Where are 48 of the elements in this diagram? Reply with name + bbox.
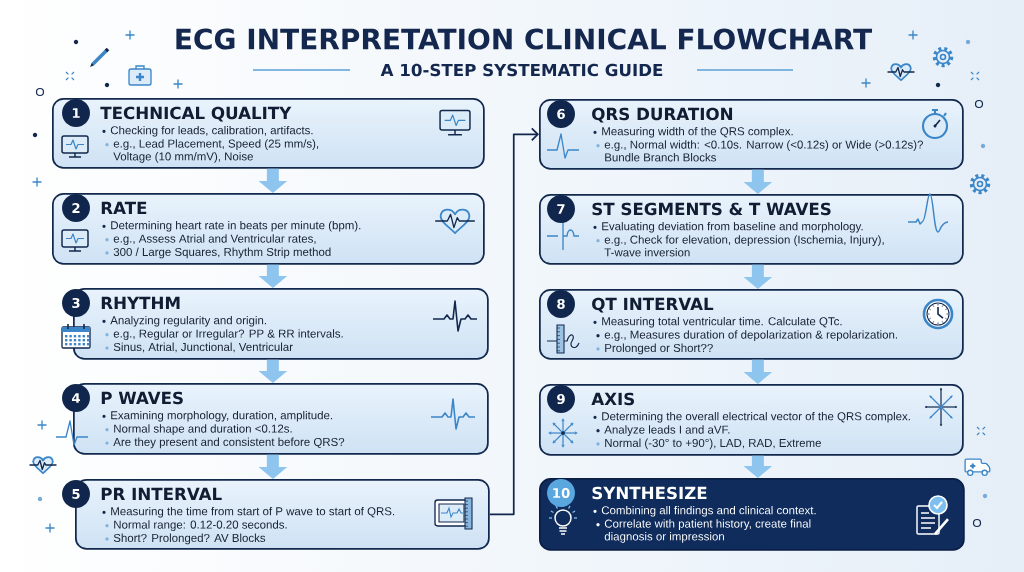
bullet-text: Analyze leads I and aVF.	[604, 425, 730, 436]
bullet-text: 300 / Large Squares, Rhythm Strip method	[113, 247, 331, 259]
bullet-text: e.g., Measures duration of depolarization & repolarization.	[604, 330, 897, 341]
bullet-text: Are they present and consistent before QRS?	[113, 437, 345, 449]
bullet-text: Analyzing regularity and origin.	[110, 315, 266, 327]
step-heading: ST SEGMENTS & T WAVES	[592, 202, 831, 216]
step-heading: TECHNICAL QUALITY	[100, 106, 292, 122]
step-heading: SYNTHESIZE	[592, 486, 707, 500]
bullet-text: e.g., Assess Atrial and Ventricular rates,	[113, 234, 316, 245]
number-badge: 7	[547, 195, 575, 223]
number-badge: 10	[547, 479, 575, 507]
bullet-text: Correlate with patient history, create final diagnosis or impression	[604, 519, 811, 543]
bullet-text: Normal range: 0.12-0.20 seconds.	[114, 520, 287, 531]
title: ECG INTERPRETATION CLINICAL FLOWCHART	[176, 28, 872, 50]
number-badge: 4	[62, 384, 90, 412]
bullet-text: Measuring the time from start of P wave to start of QRS.	[111, 506, 395, 518]
bullet-text: Determining the overall electrical vector of the QRS complex.	[602, 411, 910, 423]
step-heading: QRS DURATION	[592, 107, 733, 123]
number-badge: 8	[547, 290, 575, 318]
bullet-text: Measuring total ventricular time. Calculate QTc.	[602, 316, 842, 328]
bullet-text: Short? Prolonged? AV Blocks	[113, 533, 266, 545]
bullet-text: e.g., Lead Placement, Speed (25 mm/s), Voltage (10 mm/mV), Noise	[113, 139, 319, 163]
bullet-text: e.g., Normal width: <0.10s. Narrow (<0.12s) or Wide (>0.12s)? Bundle Branch Blocks	[604, 140, 923, 162]
bullet-text: Measuring width of the QRS complex.	[602, 126, 793, 138]
number-badge: 2	[62, 194, 90, 222]
bullet-text: e.g., Regular or Irregular? PP & RR intervals.	[113, 329, 343, 340]
step-heading: QT INTERVAL	[592, 297, 714, 313]
bullet-text: Normal (-30° to +90°), LAD, RAD, Extreme	[605, 438, 821, 450]
bullet-text: Examining morphology, duration, amplitude.	[111, 410, 333, 422]
bullet-text: Checking for leads, calibration, artifacts.	[110, 125, 313, 137]
step-heading: AXIS	[591, 392, 634, 406]
bullet-text: Prolonged or Short??	[605, 343, 713, 355]
step-heading: PR INTERVAL	[101, 487, 222, 500]
number-badge: 5	[62, 480, 90, 508]
number-badge: 9	[547, 385, 575, 413]
bullet-text: Determining heart rate in beats per minute (bpm).	[111, 220, 361, 232]
subtitle: A 10-STEP SYSTEMATIC GUIDE	[380, 63, 663, 77]
bullet-text: Normal shape and duration <0.12s.	[114, 424, 292, 435]
bullet-text: Evaluating deviation from baseline and morphology.	[602, 221, 863, 233]
number-badge: 3	[62, 289, 90, 317]
number-badge: 1	[62, 99, 90, 127]
step-heading: RHYTHM	[101, 296, 180, 309]
step-heading: P WAVES	[101, 391, 183, 405]
step-heading: RATE	[101, 201, 147, 214]
number-badge: 6	[547, 100, 575, 128]
bullet-text: Combining all findings and clinical context.	[601, 505, 816, 517]
bullet-text: e.g., Check for elevation, depression (Ischemia, Injury), T-wave inversion	[604, 235, 884, 257]
bullet-text: Sinus, Atrial, Junctional, Ventricular	[113, 342, 293, 353]
